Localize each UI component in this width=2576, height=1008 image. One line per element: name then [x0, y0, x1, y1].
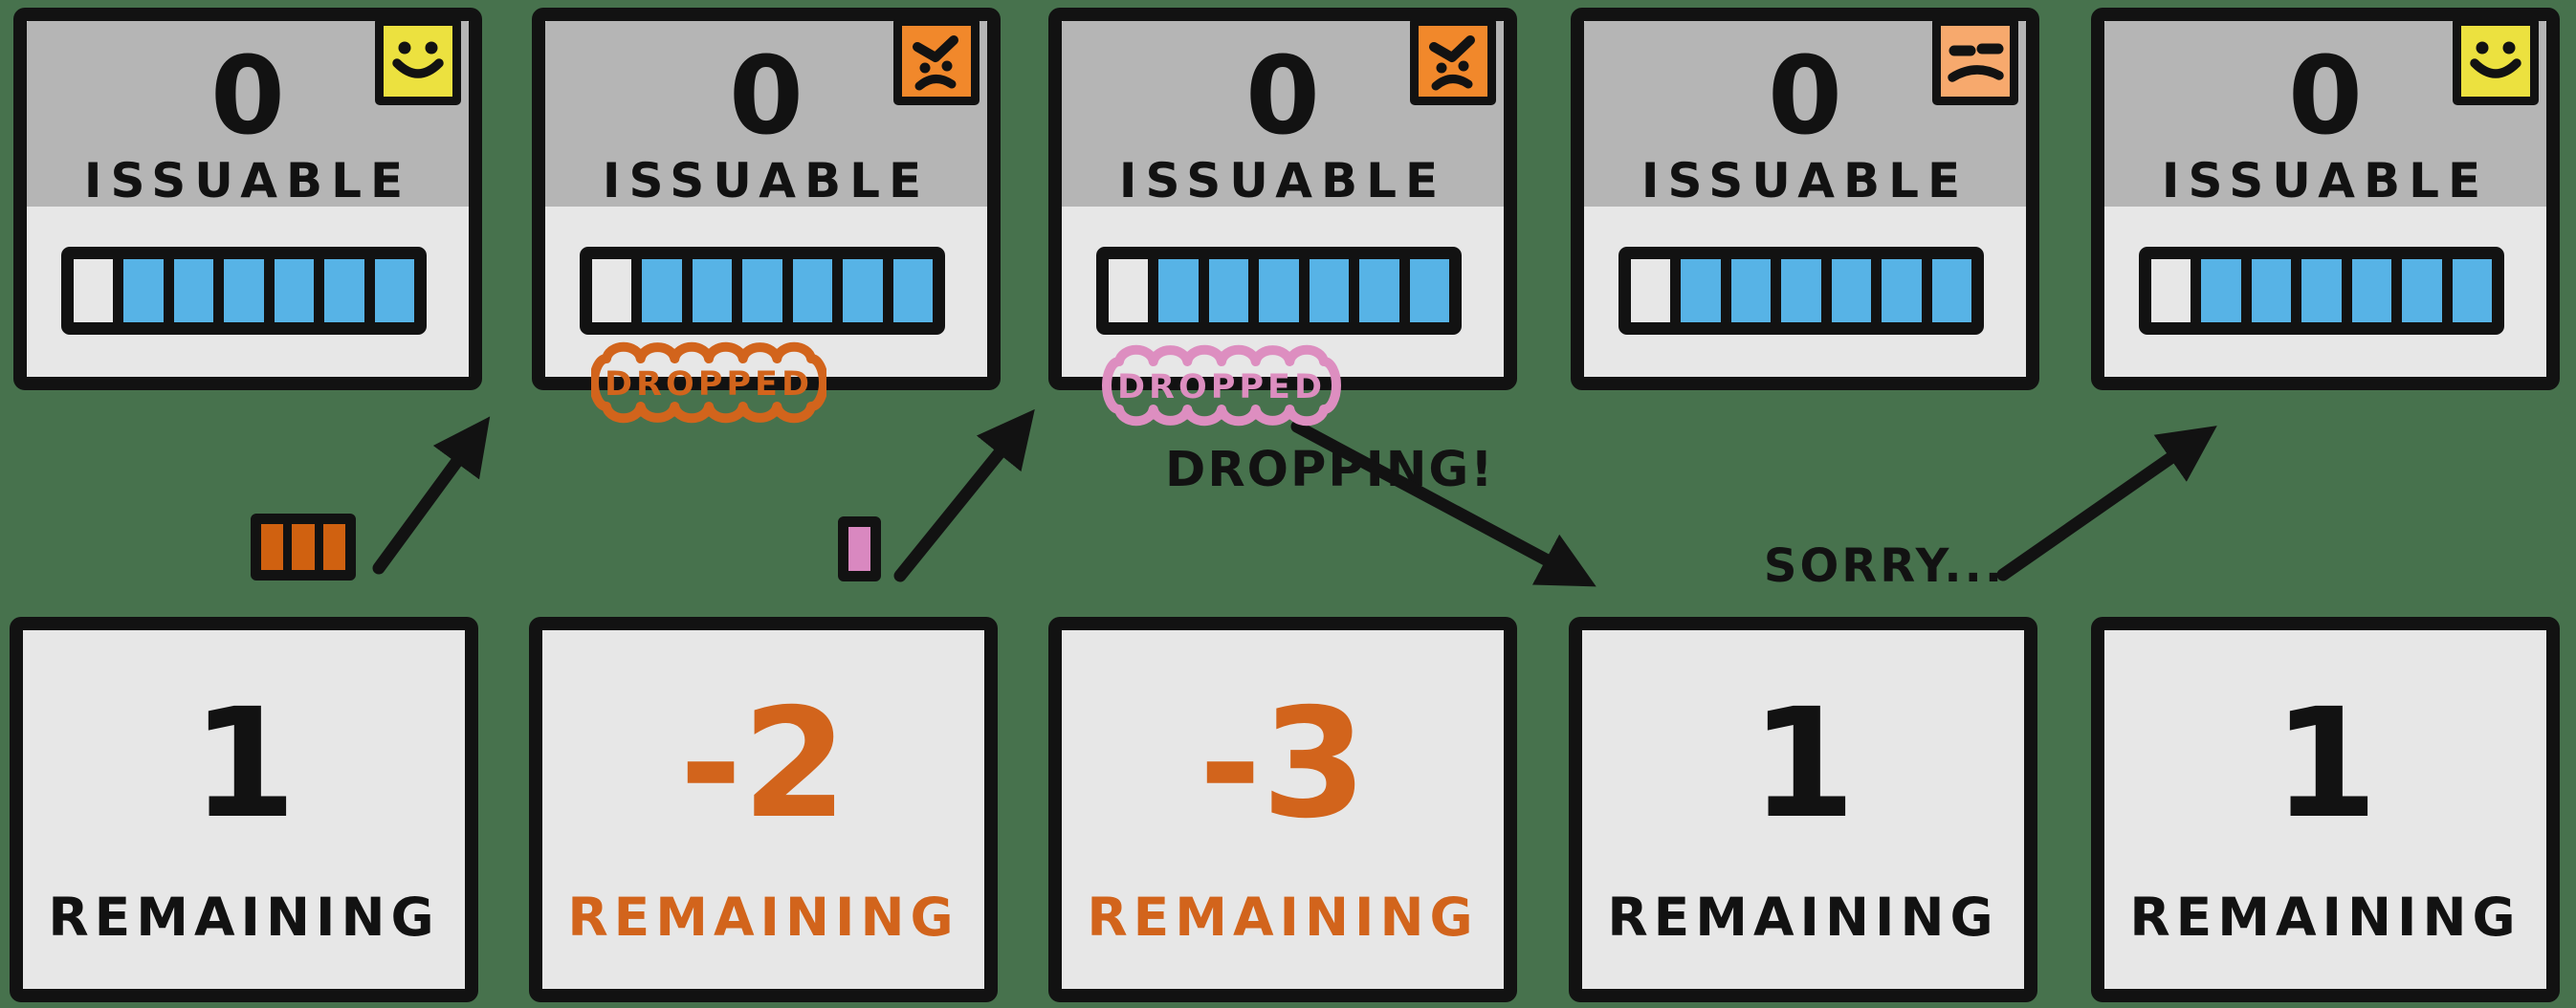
remaining-card-4: 1 REMAINING	[1569, 617, 2037, 1002]
cell-filled	[261, 524, 284, 570]
cell-filled	[163, 259, 214, 322]
remaining-label: REMAINING	[1607, 887, 1999, 948]
cell-empty	[592, 259, 632, 322]
remaining-value: 1	[191, 676, 297, 852]
cell-filled	[314, 524, 345, 570]
cell-filled	[2191, 259, 2241, 322]
issuance-progress-bar	[1618, 247, 1984, 335]
issuable-value: 0	[1768, 34, 1842, 159]
cell-filled	[1349, 259, 1399, 322]
dropping-note: DROPPING!	[1165, 442, 1495, 498]
issuable-label: ISSUABLE	[83, 153, 412, 208]
cell-filled	[1248, 259, 1299, 322]
cell-filled	[2240, 259, 2292, 322]
arrow-to-panel3	[893, 408, 1035, 582]
cell-filled	[631, 259, 682, 322]
issuable-label: ISSUABLE	[1118, 153, 1447, 208]
issuable-card-5: 0 ISSUABLE	[2091, 8, 2560, 390]
issuable-value: 0	[210, 34, 285, 159]
issuable-card-4: 0 ISSUABLE	[1571, 8, 2039, 390]
remaining-value: 1	[1750, 676, 1856, 852]
cell-filled	[1921, 259, 1971, 322]
cell-filled	[2441, 259, 2492, 322]
cell-filled	[314, 259, 364, 322]
cell-filled	[263, 259, 315, 322]
happy-face-icon	[375, 17, 461, 105]
issuable-card-1: 0 ISSUABLE	[13, 8, 482, 390]
issuance-progress-bar	[580, 247, 945, 335]
remaining-value: 1	[2273, 676, 2378, 852]
arrow-to-panel2	[372, 416, 491, 575]
remaining-label: REMAINING	[48, 887, 440, 948]
cell-filled	[1670, 259, 1721, 322]
remaining-card-2: -2 REMAINING	[529, 617, 998, 1002]
cell-filled	[1720, 259, 1772, 322]
cell-filled	[2291, 259, 2342, 322]
dropped-label: DROPPED	[604, 365, 814, 404]
remaining-label: REMAINING	[567, 887, 959, 948]
cell-filled	[832, 259, 883, 322]
cell-filled	[848, 527, 870, 571]
cloud-outline	[591, 341, 826, 424]
cell-filled	[2391, 259, 2442, 322]
issuable-value: 0	[2288, 34, 2363, 159]
remaining-label: REMAINING	[2129, 887, 2521, 948]
cell-filled	[213, 259, 264, 322]
cell-filled	[681, 259, 733, 322]
cell-filled	[1771, 259, 1821, 322]
sorry-note: SORRY...	[1763, 539, 2006, 593]
dropped-badge-orange: DROPPED	[591, 340, 826, 425]
cell-filled	[113, 259, 164, 322]
arrow-to-panel5	[1996, 426, 2217, 581]
cell-filled	[1148, 259, 1199, 322]
remaining-label: REMAINING	[1087, 887, 1479, 948]
issuance-progress-bar	[2139, 247, 2504, 335]
cell-empty	[2151, 259, 2191, 322]
cloud-outline	[1102, 344, 1341, 427]
happy-face-glyph	[392, 41, 444, 78]
unamused-face-icon	[1932, 17, 2018, 105]
issuance-progress-bar	[61, 247, 427, 335]
dropped-tokens-orange	[251, 514, 356, 581]
unamused-face-glyph	[1948, 43, 2004, 82]
cell-filled	[782, 259, 833, 322]
cell-filled	[1820, 259, 1872, 322]
issuable-value: 0	[1245, 34, 1320, 159]
issuable-card-3: 0 ISSUABLE	[1048, 8, 1517, 390]
remaining-value: -3	[1199, 676, 1367, 852]
issuable-value: 0	[729, 34, 804, 159]
angry-face-icon	[1410, 17, 1496, 105]
issuable-label: ISSUABLE	[602, 153, 931, 208]
cell-empty	[74, 259, 114, 322]
happy-face-icon	[2453, 17, 2539, 105]
cell-empty	[1109, 259, 1149, 322]
cell-filled	[1398, 259, 1449, 322]
cell-filled	[1198, 259, 1249, 322]
cell-filled	[1871, 259, 1922, 322]
angry-face-icon	[893, 17, 980, 105]
remaining-card-1: 1 REMAINING	[10, 617, 478, 1002]
cell-filled	[732, 259, 782, 322]
cell-filled	[882, 259, 933, 322]
dropped-badge-pink: DROPPED	[1102, 344, 1341, 427]
cell-filled	[363, 259, 414, 322]
arrow-dropping-down	[1290, 420, 1596, 587]
angry-face-glyph	[1429, 35, 1475, 91]
dropped-label: DROPPED	[1116, 368, 1327, 406]
remaining-card-5: 1 REMAINING	[2091, 617, 2560, 1002]
cell-filled	[2341, 259, 2392, 322]
remaining-card-3: -3 REMAINING	[1048, 617, 1517, 1002]
remaining-value: -2	[679, 676, 848, 852]
issuable-card-2: 0 ISSUABLE	[532, 8, 1001, 390]
issuable-label: ISSUABLE	[2161, 153, 2490, 208]
issuance-progress-bar	[1096, 247, 1462, 335]
issuable-label: ISSUABLE	[1640, 153, 1970, 208]
cell-empty	[1631, 259, 1671, 322]
happy-face-glyph	[2470, 41, 2521, 78]
cell-filled	[1298, 259, 1350, 322]
cell-filled	[283, 524, 315, 570]
dropped-token-pink	[838, 516, 881, 581]
angry-face-glyph	[913, 35, 958, 91]
